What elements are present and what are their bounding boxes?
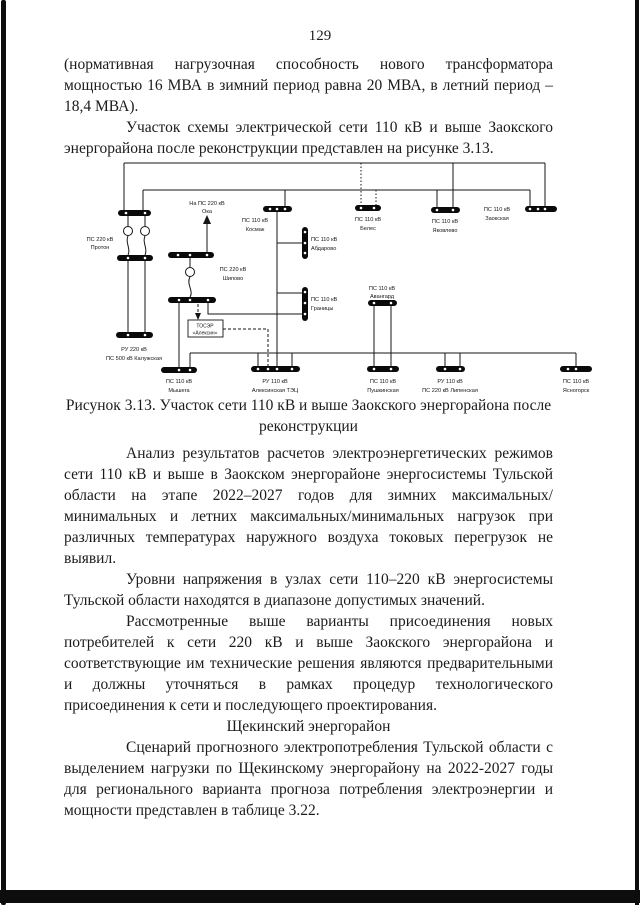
node-beles-label: Белес	[360, 226, 376, 232]
paragraph: Рассмотренные выше варианты присоединени…	[64, 613, 553, 714]
node-oka-label: Ока	[202, 209, 213, 215]
node-proton-label: Протон	[91, 245, 110, 251]
node-beles-label: ПС 110 кВ	[355, 217, 382, 223]
node-aleksinskaya-tec-label: Алексинская ТЭЦ	[252, 388, 299, 394]
scan-edge-left	[1, 0, 6, 905]
toser-box-label: «Алексин»	[193, 331, 218, 337]
paragraph: (нормативная нагрузочная способность нов…	[64, 56, 553, 115]
node-oka-label: На ПС 220 кВ	[189, 201, 225, 207]
node-shipovo-label: Шипово	[223, 276, 243, 282]
node-kosmak-label: ПС 110 кВ	[242, 218, 269, 224]
figure-caption: Рисунок 3.13. Участок сети 110 кВ и выше…	[65, 397, 552, 435]
node-zaokskaya: ПС 110 кВ Заокская	[484, 206, 557, 222]
node-kaluzhskaya: РУ 220 кВ ПС 500 кВ Калужская	[106, 332, 162, 362]
node-myshega-label: ПС 110 кВ	[166, 379, 193, 385]
paragraph: Сценарий прогнозного электропотребления …	[64, 739, 553, 819]
node-shipovo: ПС 220 кВ Шипово	[168, 252, 247, 303]
node-granitsy-label: ПС 110 кВ	[311, 297, 338, 303]
node-yasnogorsk-label: ПС 110 кВ	[563, 379, 590, 385]
node-lipenskaya: РУ 110 кВ ПС 220 кВ Липенская	[422, 366, 478, 394]
node-abdarovo: ПС 110 кВ Абдарово	[302, 227, 338, 259]
node-zaokskaya-label: ПС 110 кВ	[484, 207, 511, 213]
node-yakovlevo: ПС 110 кВ Яковлево	[431, 207, 460, 234]
node-proton-label: ПС 220 кВ	[87, 237, 114, 243]
node-pushkinskaya-label: Пушкинская	[367, 388, 398, 394]
node-proton: ПС 220 кВ Протон	[87, 210, 153, 261]
node-shipovo-label: ПС 220 кВ	[220, 267, 247, 273]
node-avangard: ПС 110 кВ Авангард	[368, 286, 397, 306]
node-abdarovo-label: ПС 110 кВ	[311, 237, 338, 243]
node-myshega: ПС 110 кВ Мышега	[161, 367, 197, 394]
node-yakovlevo-label: Яковлево	[433, 228, 458, 234]
node-lipenskaya-label: ПС 220 кВ Липенская	[422, 388, 478, 394]
node-lipenskaya-label: РУ 110 кВ	[437, 379, 463, 385]
node-yakovlevo-label: ПС 110 кВ	[432, 219, 459, 225]
text-block-top: (нормативная нагрузочная способность нов…	[64, 54, 553, 159]
node-yasnogorsk-label: Ясногорск	[563, 388, 590, 394]
node-kosmak-label: Космак	[246, 227, 265, 233]
paragraph: Анализ результатов расчетов электроэнерг…	[64, 445, 553, 567]
node-avangard-label: Авангард	[370, 294, 395, 300]
node-kaluzhskaya-label: ПС 500 кВ Калужская	[106, 356, 162, 362]
node-abdarovo-label: Абдарово	[311, 246, 336, 252]
paragraph: Уровни напряжения в узлах сети 110–220 к…	[64, 571, 553, 609]
scan-edge-bottom	[0, 890, 640, 903]
node-pushkinskaya-label: ПС 110 кВ	[370, 379, 397, 385]
section-heading: Щекинский энергорайон	[226, 718, 391, 735]
node-granitsy-label: Границы	[311, 306, 333, 312]
transmission-lines	[123, 162, 577, 367]
node-oka: На ПС 220 кВ Ока	[189, 201, 225, 215]
node-beles: ПС 110 кВ Белес	[355, 205, 382, 232]
toser-box-label: ТОСЭР	[196, 324, 214, 330]
node-zaokskaya-label: Заокская	[485, 216, 509, 222]
text-block-bottom: Анализ результатов расчетов электроэнерг…	[64, 443, 553, 821]
node-toser-aleksin: ТОСЭР «Алексин»	[187, 319, 224, 338]
node-aleksinskaya-tec: РУ 110 кВ Алексинская ТЭЦ	[251, 366, 300, 394]
node-kosmak: ПС 110 кВ Космак	[242, 206, 292, 233]
node-avangard-label: ПС 110 кВ	[369, 286, 396, 292]
node-pushkinskaya: ПС 110 кВ Пушкинская	[367, 366, 399, 394]
node-myshega-label: Мышега	[168, 388, 190, 394]
node-kaluzhskaya-label: РУ 220 кВ	[121, 347, 147, 353]
node-granitsy: ПС 110 кВ Границы	[302, 287, 338, 321]
page-number: 129	[308, 28, 332, 44]
network-diagram: ПС 220 кВ Протон РУ 220 кВ ПС 500 кВ Кал…	[87, 162, 592, 394]
node-aleksinskaya-tec-label: РУ 110 кВ	[262, 379, 288, 385]
paragraph: Участок схемы электрической сети 110 кВ …	[64, 119, 553, 157]
node-yasnogorsk: ПС 110 кВ Ясногорск	[560, 366, 592, 394]
scan-edge-right	[635, 0, 639, 905]
